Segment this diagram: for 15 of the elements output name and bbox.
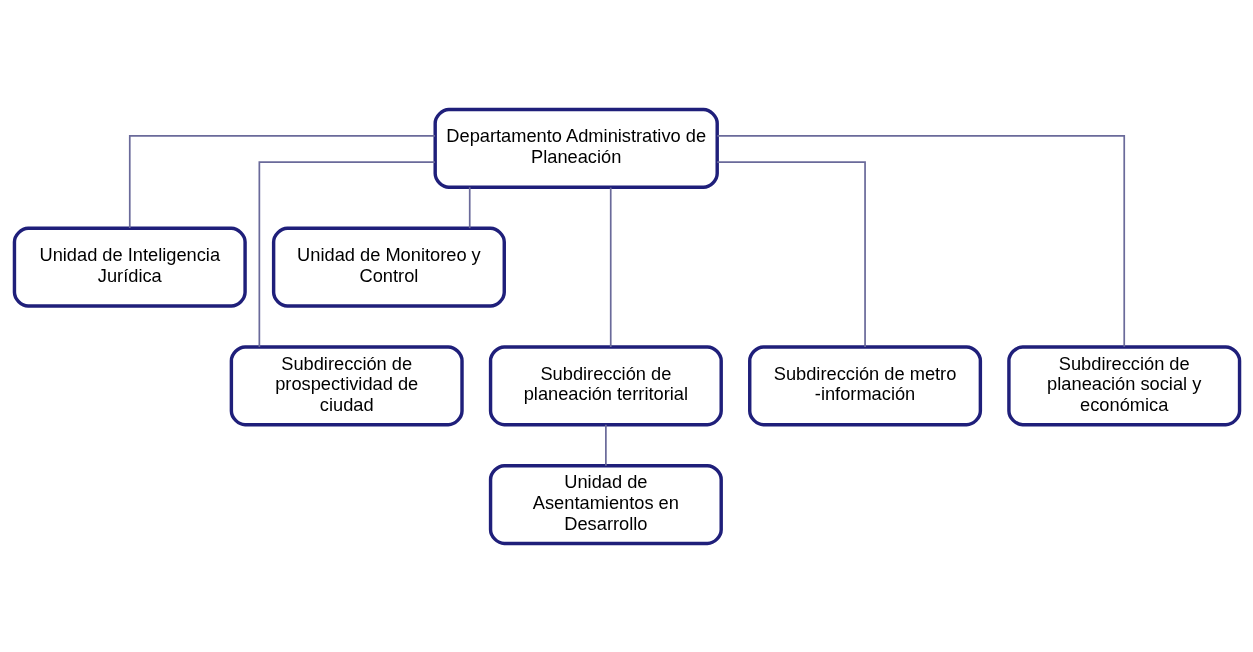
node-box: Unidad de Monitoreo y Control <box>271 226 506 308</box>
connector <box>715 160 866 348</box>
connector <box>258 160 436 348</box>
node-box: Unidad de Inteligencia Jurídica <box>12 226 247 308</box>
connector <box>715 134 1125 348</box>
node-box: Subdirección de planeación social y económica <box>1006 344 1241 426</box>
node-box: Departamento Administrativo de Planeación <box>432 107 719 189</box>
connector <box>609 186 612 348</box>
node-box: Subdirección de planeación territorial <box>488 344 723 426</box>
connector <box>604 423 607 466</box>
node-box: Subdirección de prospectividad de ciudad <box>229 344 464 426</box>
node-box: Subdirección de metro -información <box>747 344 982 426</box>
connector <box>128 134 436 229</box>
connector <box>468 185 471 229</box>
node-box: Unidad de Asentamientos en Desarrollo <box>488 463 723 545</box>
